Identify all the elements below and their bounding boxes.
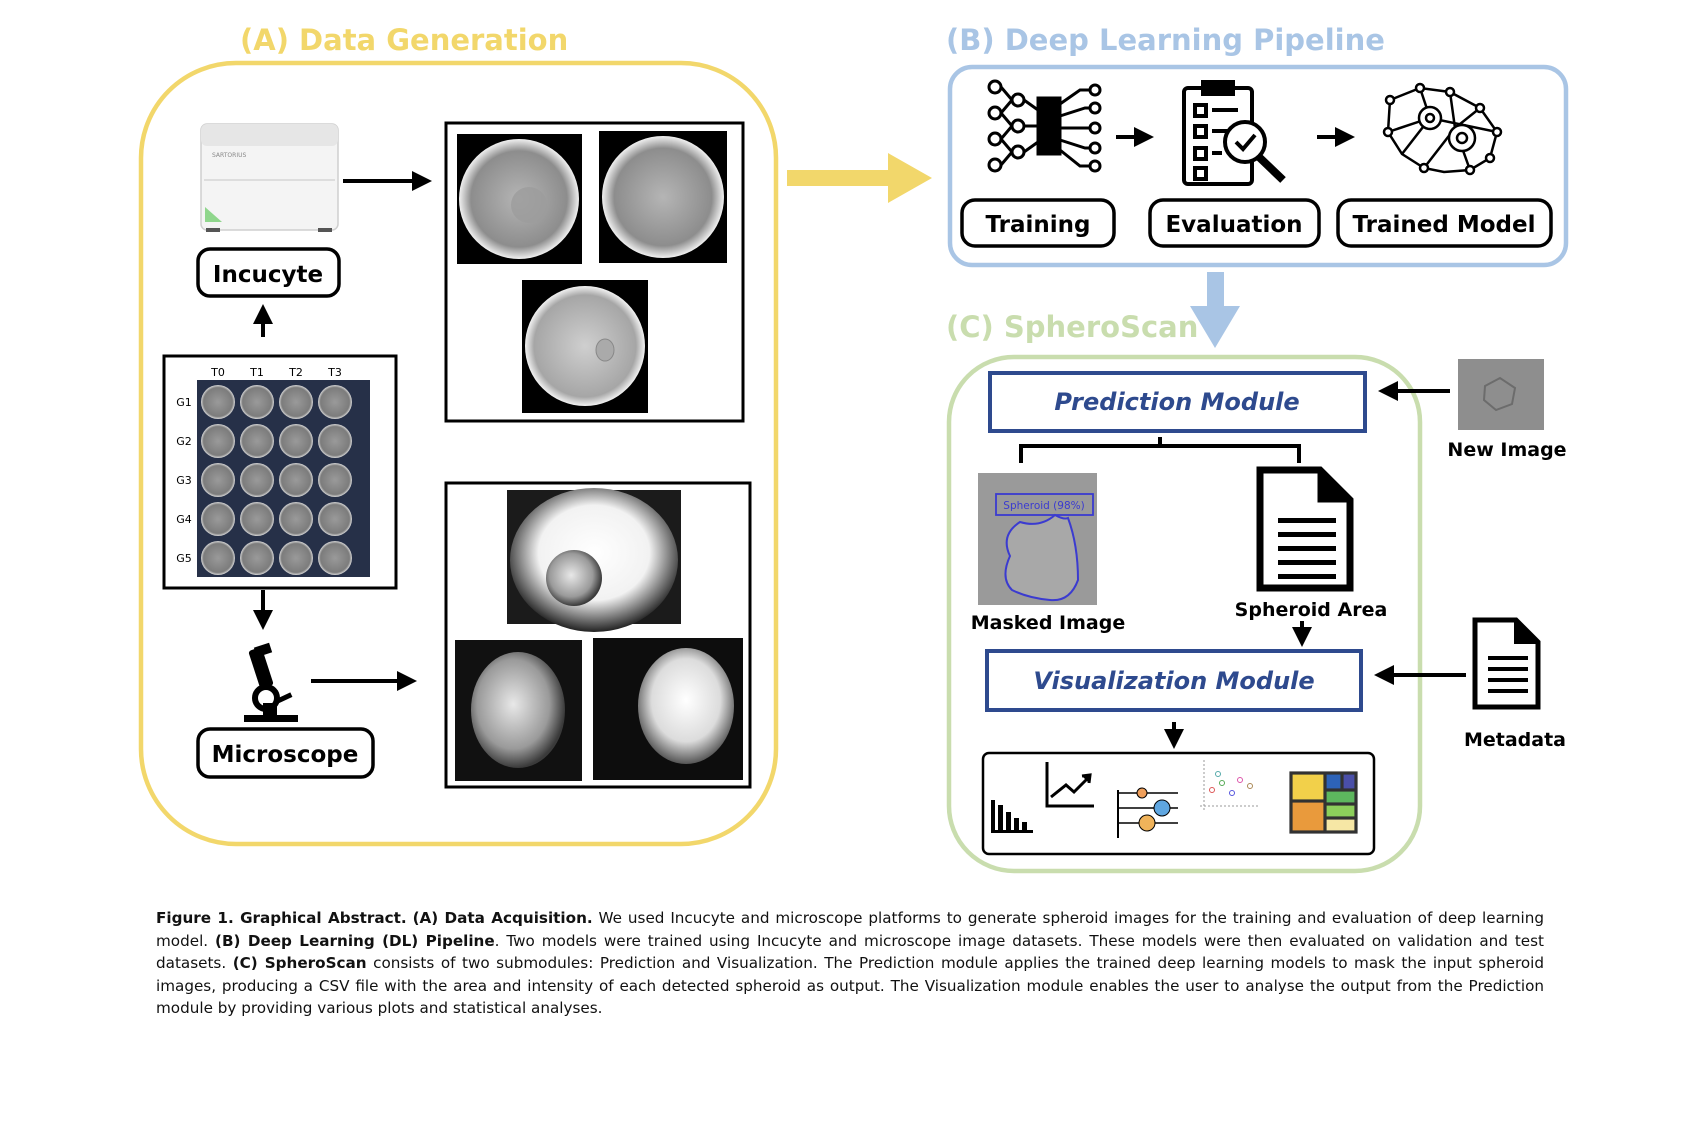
new-image-thumbnail (1458, 359, 1544, 430)
caption-c-text: consists of two submodules: Prediction a… (156, 954, 1545, 1017)
incucyte-device-image: SARTORIUS (200, 123, 339, 232)
masked-image-label: Masked Image (971, 612, 1125, 634)
plate-column-label: T2 (288, 366, 303, 379)
plate-well (279, 541, 313, 575)
plate-column-label: T1 (249, 366, 264, 379)
arrow-a-to-b (787, 153, 932, 203)
plate-well (279, 502, 313, 536)
step-trained-model-label: Trained Model (1353, 212, 1536, 238)
incucyte-image-3 (522, 280, 648, 413)
plate-well (318, 502, 352, 536)
plate-well (318, 424, 352, 458)
step-evaluation-box: Evaluation (1148, 198, 1321, 248)
prediction-output-bracket (1019, 437, 1301, 463)
plate-well (240, 541, 274, 575)
treemap-icon (1289, 771, 1358, 834)
plate-well (279, 424, 313, 458)
caption-a-text: We used Incucyte and microscope platform… (156, 909, 1544, 950)
plate-well (279, 463, 313, 497)
caption-a-heading: (A) Data Acquisition. (412, 909, 593, 927)
panel-c-frame (946, 354, 1423, 874)
incucyte-image-1 (457, 134, 582, 264)
panel-b-title: (B) Deep Learning Pipeline (946, 23, 1385, 57)
plate-well (201, 502, 235, 536)
plate-well (318, 541, 352, 575)
caption-b-heading: (B) Deep Learning (DL) Pipeline (215, 931, 495, 950)
plate-row-label: G2 (176, 435, 192, 448)
visualization-module-label: Visualization Module (1033, 667, 1314, 695)
new-image-label: New Image (1447, 439, 1566, 461)
mask-tag-label: Spheroid (98%) (1003, 500, 1084, 512)
step-evaluation-label: Evaluation (1165, 212, 1302, 238)
microscope-label: Microscope (212, 742, 359, 768)
prediction-module-label: Prediction Module (1054, 388, 1299, 416)
document-icon (1256, 466, 1354, 592)
step-training-label: Training (985, 212, 1090, 238)
masked-image-thumbnail: Spheroid (98%) (978, 473, 1097, 605)
incucyte-brand-text: SARTORIUS (212, 152, 246, 159)
dot-plot-icon (1117, 787, 1178, 838)
microscope-image-3 (593, 638, 743, 780)
metadata-document-icon (1472, 617, 1541, 710)
step-training-box: Training (960, 198, 1116, 248)
plate-well (201, 463, 235, 497)
plate-well (240, 424, 274, 458)
line-chart-icon (1045, 762, 1094, 808)
arrow-b-to-c (1190, 272, 1240, 348)
microscope-image-2 (455, 640, 582, 781)
plate-row-label: G4 (176, 513, 192, 526)
scatter-plot-icon (1200, 760, 1260, 810)
plate-well (240, 502, 274, 536)
panel-c-title: (C) SpheroScan (946, 310, 1198, 344)
clipboard-evaluation-icon (1182, 80, 1286, 186)
plate-well (318, 463, 352, 497)
plate-well (240, 385, 274, 419)
neural-network-icon (987, 79, 1102, 173)
metadata-label: Metadata (1464, 729, 1566, 751)
plots-output-box (981, 751, 1376, 856)
plate-wells (201, 385, 352, 575)
caption-figure-label: Figure 1. Graphical Abstract. (156, 909, 407, 927)
plate-well (279, 385, 313, 419)
incucyte-label: Incucyte (213, 262, 323, 288)
step-trained-model-box: Trained Model (1336, 198, 1553, 248)
caption-b-text: . Two models were trained using Incucyte… (156, 931, 1544, 973)
plate-column-label: T3 (327, 366, 342, 379)
prediction-module-box: Prediction Module (988, 371, 1367, 433)
plate-well (201, 385, 235, 419)
panel-a-frame (138, 60, 779, 847)
microscope-label-box: Microscope (196, 727, 375, 779)
visualization-module-box: Visualization Module (985, 649, 1363, 712)
microscope-icon (244, 642, 298, 722)
bar-chart-icon (991, 800, 1033, 833)
plate-row-label: G5 (176, 552, 192, 565)
plate-column-labels: T0 T1 T2 T3 (210, 366, 342, 379)
figure-caption: Figure 1. Graphical Abstract. (A) Data A… (156, 907, 1544, 1020)
panel-b-frame (947, 64, 1569, 268)
spheroid-area-label: Spheroid Area (1235, 599, 1388, 621)
plate-well (201, 424, 235, 458)
incucyte-label-box: Incucyte (196, 247, 341, 298)
incucyte-image-2 (599, 131, 727, 263)
plate-column-label: T0 (210, 366, 225, 379)
plate-well (240, 463, 274, 497)
brain-gears-icon (1382, 82, 1503, 176)
microscope-image-1 (507, 488, 681, 632)
caption-c-heading: (C) SpheroScan (232, 954, 367, 972)
plate-row-label: G3 (176, 474, 192, 487)
plate-well (318, 385, 352, 419)
plate-row-label: G1 (176, 396, 192, 409)
plate-well (201, 541, 235, 575)
panel-a-title: (A) Data Generation (240, 23, 568, 57)
